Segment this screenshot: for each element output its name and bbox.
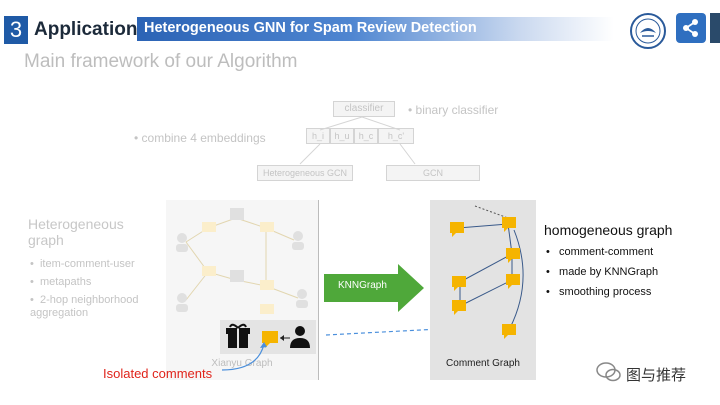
embedding-box: h_u [330,128,354,144]
hetero-bullet: • metapaths [30,276,92,288]
hetero-bullets: • item-comment-user • metapaths • 2-hop … [30,258,165,320]
embedding-label: h_u [334,131,350,141]
gcn-label: GCN [423,168,443,178]
comment-icon [506,274,520,289]
comment-icon [450,222,464,237]
homogeneous-bullet-text: smoothing process [559,286,652,298]
hetero-bullet-text: metapaths [39,276,92,288]
header-right-strip [710,13,720,43]
comment-icon [452,276,466,291]
binary-classifier-text: binary classifier [415,103,499,117]
section-title: Application [34,19,138,40]
hetero-bullet-text: 2-hop neighborhood aggregation [30,294,139,319]
xianyu-graph-caption: Xianyu Graph [211,358,273,369]
banner-title: Heterogeneous GNN for Spam Review Detect… [144,20,477,36]
share-icon [683,19,698,37]
comment-icon [502,324,516,339]
hetero-graph-drawing [176,208,308,314]
embedding-label: h_i [311,131,324,141]
watermark-text: 图与推荐 [626,367,687,384]
hetero-gcn-label: Heterogeneous GCN [262,168,348,178]
comment-graph-label: Comment Graph [446,358,520,369]
comment-icon [506,248,520,263]
comment-icon [452,300,466,315]
embedding-label: h_c [358,131,374,141]
embedding-label: h_c' [387,131,405,141]
hetero-bullet: • 2-hop neighborhood aggregation [30,294,139,319]
hetero-graph-title: Heterogeneous graph [28,216,124,248]
homogeneous-bullet-text: made by KNNGraph [559,266,659,278]
combine-note: • combine 4 embeddings [134,131,266,145]
homogeneous-bullet: • made by KNNGraph [546,266,659,278]
classifier-label: classifier [344,103,384,114]
classifier-box: classifier [333,101,395,117]
combine-note-text: combine 4 embeddings [141,131,266,145]
share-button[interactable] [676,13,706,43]
knngraph-label: KNNGraph [338,280,387,291]
isolated-pointer [221,342,267,371]
comment-icon [502,217,516,232]
gcn-box: GCN [386,165,480,181]
homogeneous-bullet-text: comment-comment [559,246,654,258]
faded-connectors [299,116,416,165]
homogeneous-bullet: • comment-comment [546,246,654,258]
university-logo [630,13,666,49]
gift-icon [226,323,250,348]
homogeneous-bullet: • smoothing process [546,286,652,298]
binary-classifier-note: • binary classifier [408,103,499,117]
isolated-group [226,323,310,348]
logo-emblem-icon [635,18,661,44]
slide-heading: Main framework of our Algorithm [24,51,298,72]
user-icon [290,326,310,348]
embedding-box: h_c [354,128,378,144]
hetero-bullet-text: item-comment-user [39,258,135,270]
isolated-comments-label: Isolated comments [103,366,213,381]
homogeneous-title: homogeneous graph [544,222,673,238]
section-number-badge: 3 [4,16,28,44]
comment-graph-panel [430,200,536,380]
homogeneous-bullets: • comment-comment • made by KNNGraph • s… [546,246,658,298]
hetero-bullet: • item-comment-user [30,258,135,270]
hetero-gcn-box: Heterogeneous GCN [257,165,353,181]
knngraph-arrow [324,264,424,312]
title-banner [137,17,614,41]
comment-graph-drawing [450,205,524,339]
embedding-box: h_i [306,128,330,144]
wechat-icon [596,362,621,382]
